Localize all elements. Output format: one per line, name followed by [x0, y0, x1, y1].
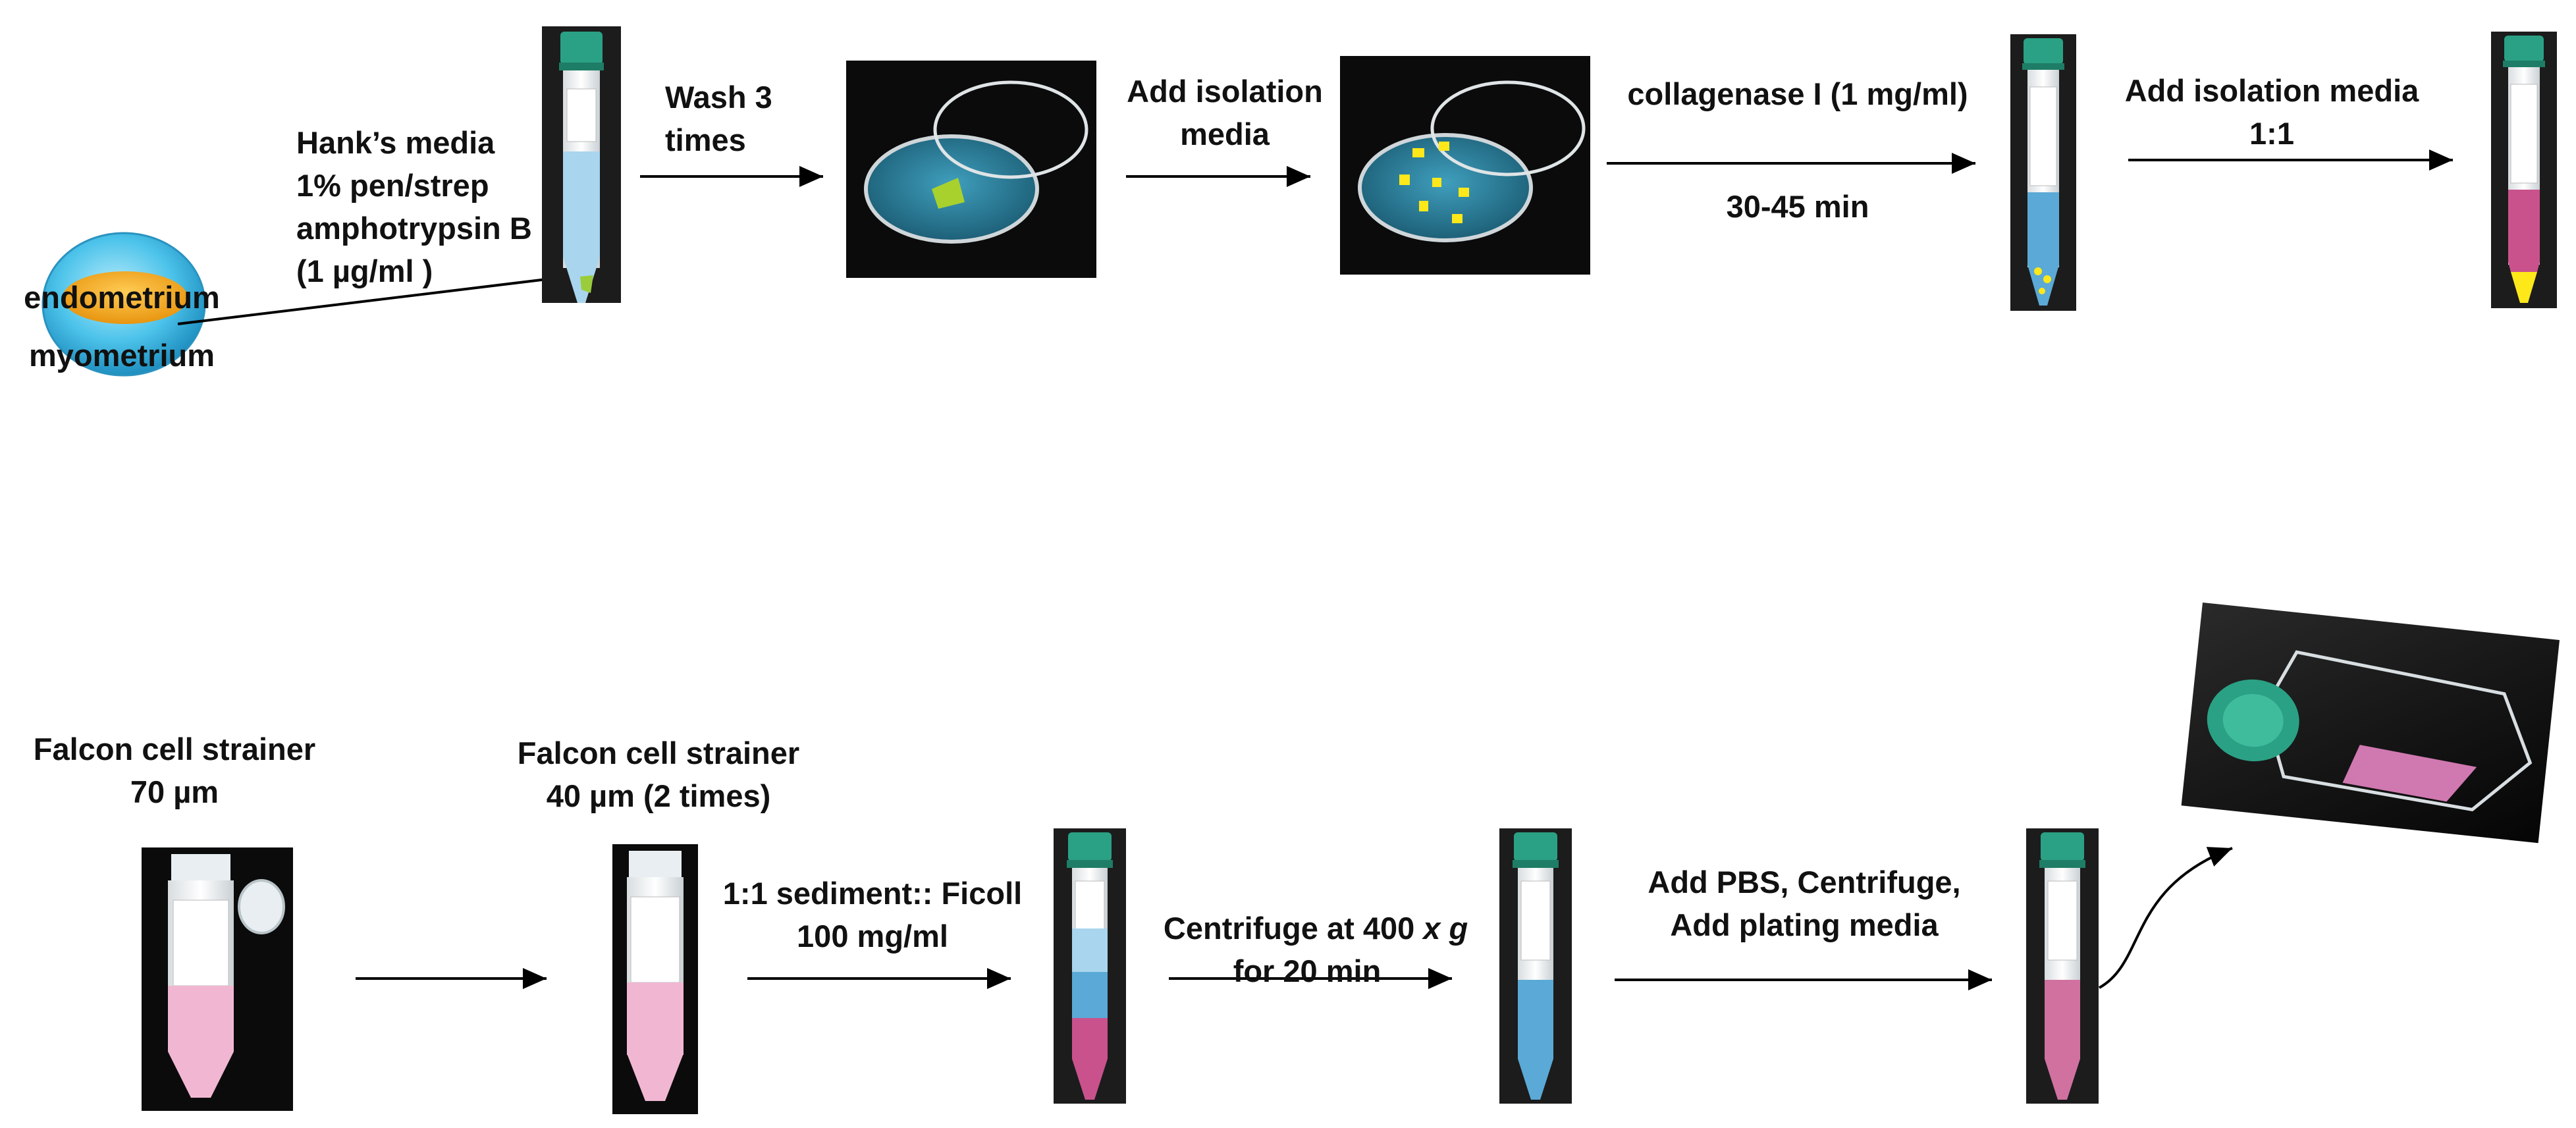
- dish-photo-2: [1340, 56, 1590, 275]
- centrifuge-label-main: Centrifuge at 400: [1163, 910, 1424, 946]
- centrifuge-label-time: for 20 min: [1233, 953, 1382, 988]
- centrifuge-label: Centrifuge at 400 x g for 20 min: [1116, 865, 1498, 993]
- strainer40-label: Falcon cell strainer 40 µm (2 times): [517, 736, 800, 813]
- add-isolation-ratio-label: Add isolation media 1:1: [2124, 73, 2419, 151]
- myometrium-label: myometrium: [28, 338, 215, 373]
- tube-isolation-ratio: [2491, 32, 2557, 308]
- flask-photo: [2181, 603, 2560, 844]
- arrow-uterus-to-tube: [177, 267, 580, 325]
- strainer70-label: Falcon cell strainer 70 µm: [33, 732, 316, 809]
- pbs-label: Add PBS, Centrifuge, Add plating media: [1648, 865, 1961, 942]
- centrifuge-label-xg: x g: [1423, 910, 1468, 946]
- tube-centrifuged: [1499, 828, 1572, 1104]
- collagenase-label: collagenase I (1 mg/ml): [1627, 76, 1968, 111]
- arrow-to-flask: [2099, 847, 2233, 989]
- dish-photo-1: [846, 61, 1096, 278]
- tube-collagenase: [2010, 34, 2076, 311]
- strainer40-photo: [612, 844, 698, 1114]
- tube-plating: [2026, 828, 2099, 1104]
- endometrium-ellipse: [63, 271, 188, 324]
- endometrium-label: endometrium: [24, 280, 220, 315]
- wash-label: Wash 3 times: [665, 80, 772, 157]
- add-isolation-label: Add isolation media: [1127, 74, 1323, 151]
- hanks-media-label: Hank’s media 1% pen/strep amphotrypsin B…: [296, 125, 532, 288]
- time-label: 30-45 min: [1726, 189, 1869, 224]
- strainer70-photo: [142, 847, 293, 1111]
- tube-ficoll: [1054, 828, 1126, 1104]
- uterus-diagram: [41, 232, 206, 377]
- tube-hanks: [542, 26, 621, 303]
- ficoll-label: 1:1 sediment:: Ficoll 100 mg/ml: [722, 876, 1023, 953]
